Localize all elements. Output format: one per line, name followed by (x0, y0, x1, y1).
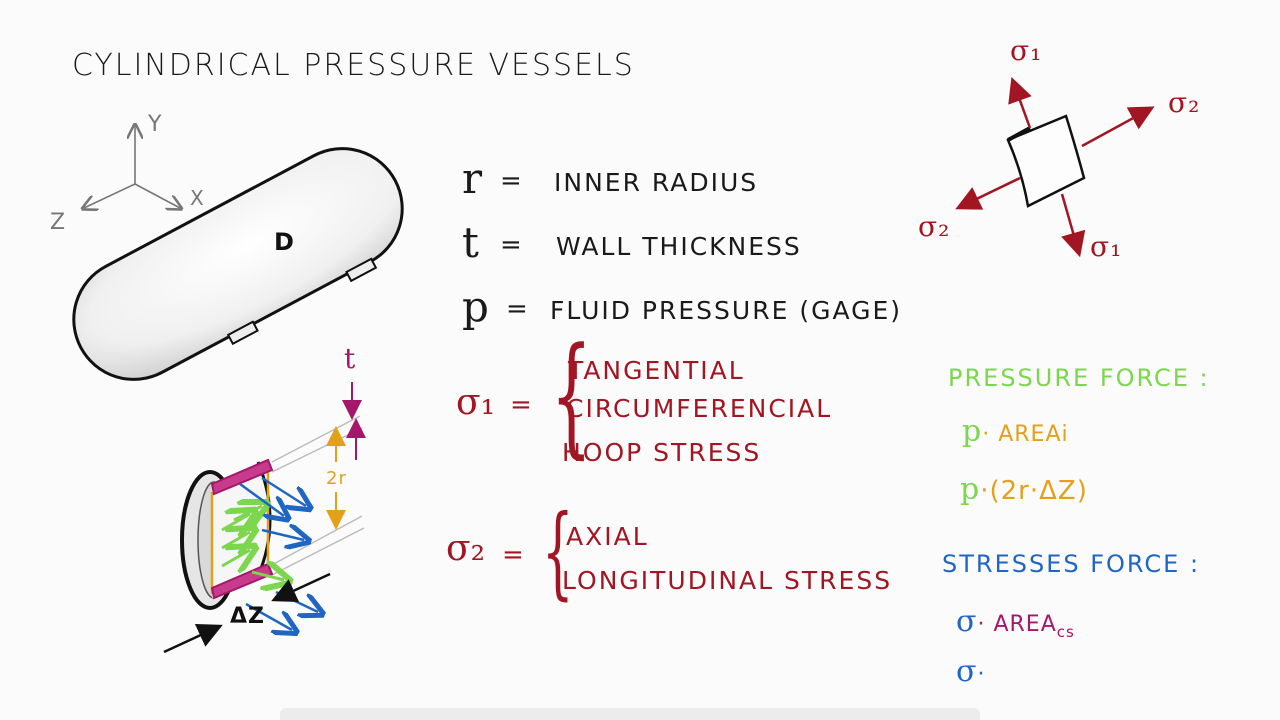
page-title: CYLINDRICAL PRESSURE VESSELS (72, 48, 635, 83)
section-label-dz: ΔZ (230, 604, 265, 629)
vessel-diameter-label: D (274, 228, 295, 256)
stresses-force-line1: σ· AREAcs (956, 604, 1075, 641)
element-label-sigma1-bottom: σ₁ (1090, 230, 1123, 263)
stresses-force-line1-sigma: σ (956, 604, 978, 639)
stresses-force-line2: σ· (956, 654, 985, 689)
sigma2-line-longitudinal: LONGITUDINAL STRESS (562, 566, 893, 595)
stresses-force-line1-area: · AREA (977, 612, 1057, 637)
def-eq-p: = (506, 294, 528, 324)
sigma2-brace: { (541, 493, 574, 610)
stresses-force-line1-sub: cs (1056, 623, 1075, 641)
pressure-force-heading: PRESSURE FORCE : (948, 364, 1210, 392)
pressure-force-line2-p: p (960, 472, 981, 507)
stresses-force-line2-dot: · (977, 662, 986, 687)
pressure-force-line1-area: · AREA (982, 422, 1062, 447)
sigma1-line-hoop: HOOP STRESS (562, 438, 762, 467)
def-symbol-t: t (462, 218, 479, 267)
pressure-force-line1-p: p (962, 414, 983, 449)
def-text-p: FLUID PRESSURE (GAGE) (550, 296, 903, 325)
sigma1-line-circumferencial: CIRCUMFERENCIAL (566, 394, 833, 423)
pressure-force-line1: p· AREAi (962, 414, 1069, 449)
sigma2-eq: = (502, 540, 524, 570)
section-slice (163, 382, 366, 654)
section-label-t: t (344, 342, 357, 375)
def-text-r: INNER RADIUS (554, 168, 759, 197)
def-symbol-p: p (462, 282, 489, 331)
sigma2-symbol: σ₂ (446, 528, 486, 569)
stress-element (955, 76, 1155, 258)
element-label-sigma2-right: σ₂ (1168, 86, 1201, 119)
sigma2-line-axial: AXIAL (566, 522, 649, 551)
axis-label-z: Z (50, 210, 67, 235)
video-bottom-edge (280, 708, 980, 720)
axis-triad (84, 126, 180, 208)
stresses-force-line2-sigma: σ (956, 654, 978, 689)
sigma1-brace: { (550, 319, 593, 471)
def-eq-t: = (500, 230, 522, 260)
def-text-t: WALL THICKNESS (556, 232, 802, 261)
pressure-force-line2-expr: ·(2r·ΔZ) (980, 476, 1088, 506)
sigma1-eq: = (510, 390, 532, 420)
section-label-2r: 2r (326, 468, 347, 489)
sigma1-symbol: σ₁ (456, 382, 496, 423)
axis-label-x: X (190, 186, 205, 210)
axis-label-y: Y (148, 112, 163, 137)
element-label-sigma2-left: σ₂ (918, 210, 951, 243)
pressure-vessel (72, 147, 404, 381)
pressure-force-line2: p·(2r·ΔZ) (960, 472, 1088, 507)
def-symbol-r: r (462, 154, 483, 203)
element-label-sigma1-top: σ₁ (1010, 34, 1043, 67)
pressure-force-line1-sub: i (1061, 422, 1069, 447)
stresses-force-heading: STRESSES FORCE : (942, 550, 1201, 578)
sigma1-line-tangential: TANGENTIAL (568, 356, 745, 385)
def-eq-r: = (500, 166, 522, 196)
